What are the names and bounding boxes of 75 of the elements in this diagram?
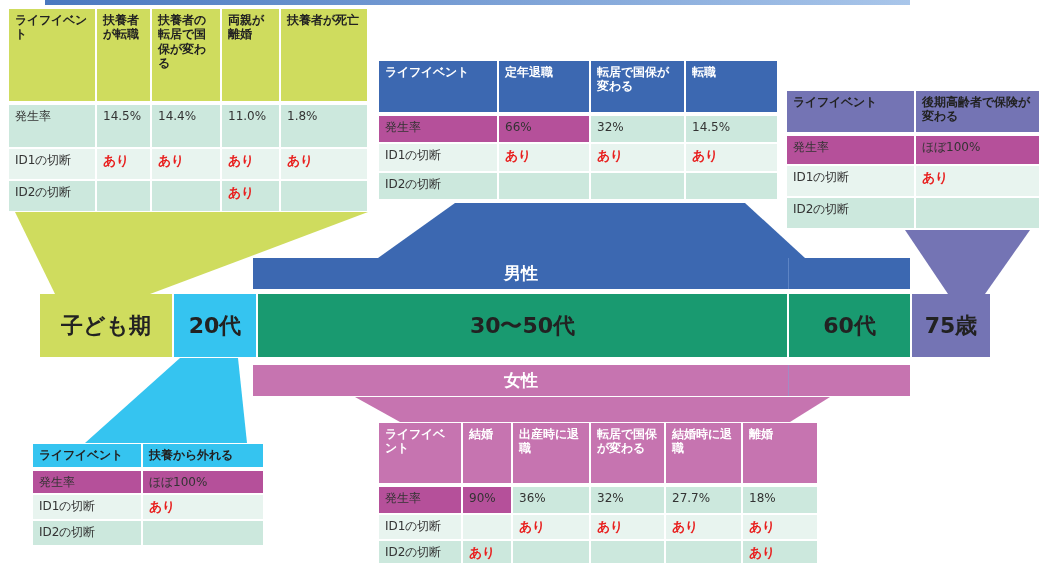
header-cell: 出産時に退職	[513, 423, 589, 483]
table-cell: あり	[916, 166, 1039, 196]
table-cell: あり	[743, 541, 817, 563]
table-cell: ID2の切断	[787, 198, 914, 228]
table-cell: 発生率	[379, 487, 461, 513]
header-cell: ライフイベント	[9, 9, 95, 101]
table-cell: ほぼ100%	[143, 471, 263, 493]
table-cell: ID1の切断	[9, 149, 95, 179]
table-cell: あり	[591, 144, 684, 171]
table-cell: あり	[281, 149, 367, 179]
table-cell: ID1の切断	[787, 166, 914, 196]
table-cell: あり	[143, 495, 263, 519]
table-cell: あり	[222, 181, 279, 211]
table-cell: あり	[152, 149, 220, 179]
table-cell: あり	[591, 515, 664, 539]
table-cell: 32%	[591, 116, 684, 142]
table-cell: 18%	[743, 487, 817, 513]
header-cell: 扶養者が転職	[97, 9, 150, 101]
header-cell: 結婚	[463, 423, 511, 483]
gender-band: 男性	[253, 258, 910, 289]
table-cell: 発生率	[33, 471, 141, 493]
table-cell: 27.7%	[666, 487, 741, 513]
header-cell: 定年退職	[499, 61, 589, 112]
table-cell: 66%	[499, 116, 589, 142]
header-cell: 離婚	[743, 423, 817, 483]
header-cell: 転職	[686, 61, 777, 112]
stage-box: 20代	[174, 294, 256, 357]
stage-box: 75歳	[912, 294, 990, 357]
table-cell: 1.8%	[281, 105, 367, 147]
gender-band: 女性	[253, 365, 910, 396]
table-cell: ID1の切断	[33, 495, 141, 519]
table-cell: ID1の切断	[379, 144, 497, 171]
table-cell: あり	[463, 541, 511, 563]
table-cell: あり	[686, 144, 777, 171]
table-cell: あり	[513, 515, 589, 539]
header-cell: 扶養者が死亡	[281, 9, 367, 101]
table-cell: あり	[666, 515, 741, 539]
header-cell: 後期高齢者で保険が変わる	[916, 91, 1039, 132]
table-cell: 14.5%	[686, 116, 777, 142]
table-cell: 発生率	[787, 136, 914, 164]
callout-wedge	[15, 212, 368, 294]
header-cell: ライフイベント	[33, 444, 141, 467]
table-cell: 36%	[513, 487, 589, 513]
header-cell: 扶養から外れる	[143, 444, 263, 467]
header-cell: 扶養者の転居で国保が変わる	[152, 9, 220, 101]
callout-wedge	[85, 358, 247, 443]
table-cell: ID2の切断	[379, 541, 461, 563]
callout-wedge	[355, 397, 830, 422]
header-cell: 両親が離婚	[222, 9, 279, 101]
header-cell: ライフイベント	[379, 423, 461, 483]
table-cell: ID2の切断	[33, 521, 141, 545]
table-cell: 発生率	[9, 105, 95, 147]
table-cell: 14.5%	[97, 105, 150, 147]
stage-box: 子ども期	[40, 294, 172, 357]
table-cell: ほぼ100%	[916, 136, 1039, 164]
table-cell: あり	[222, 149, 279, 179]
header-cell: 転居で国保が変わる	[591, 61, 684, 112]
table-cell: ID1の切断	[379, 515, 461, 539]
header-cell: ライフイベント	[787, 91, 914, 132]
table-cell: ID2の切断	[379, 173, 497, 199]
table-cell: 14.4%	[152, 105, 220, 147]
table-cell: 90%	[463, 487, 511, 513]
stage-box: 60代	[789, 294, 910, 357]
header-cell: 結婚時に退職	[666, 423, 741, 483]
table-cell: あり	[499, 144, 589, 171]
table-cell: ID2の切断	[9, 181, 95, 211]
header-cell: ライフイベント	[379, 61, 497, 112]
callout-wedge	[905, 230, 1030, 294]
table-cell: 32%	[591, 487, 664, 513]
table-cell: あり	[743, 515, 817, 539]
table-cell: あり	[97, 149, 150, 179]
header-cell: 転居で国保が変わる	[591, 423, 664, 483]
stage-box: 30〜50代	[258, 294, 787, 357]
table-cell: 発生率	[379, 116, 497, 142]
table-cell: 11.0%	[222, 105, 279, 147]
